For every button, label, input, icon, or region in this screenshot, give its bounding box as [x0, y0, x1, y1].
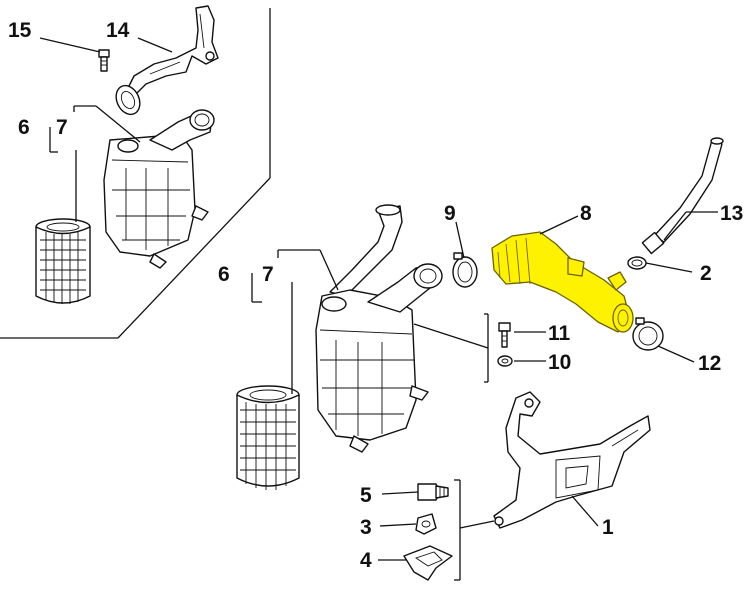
callout-7-main: 7: [262, 263, 274, 286]
callout-15: 15: [8, 19, 32, 42]
callout-1: 1: [602, 516, 614, 539]
air-box-small[interactable]: [103, 109, 215, 269]
mounting-bracket[interactable]: [493, 391, 651, 529]
callout-12: 12: [698, 352, 721, 375]
bolt-small[interactable]: [98, 49, 110, 72]
inset-frame: [0, 8, 271, 339]
callout-3: 3: [360, 516, 372, 539]
breather-hose[interactable]: [641, 137, 724, 255]
intake-duct-small[interactable]: [112, 5, 219, 118]
intake-duct-large[interactable]: [329, 204, 403, 297]
filter-element-large[interactable]: [236, 385, 300, 490]
callout-13: 13: [720, 202, 743, 225]
washer-10[interactable]: [497, 355, 513, 367]
hose-clamp-12[interactable]: [632, 317, 664, 351]
air-box-large[interactable]: [315, 263, 443, 453]
hose-clamp-9[interactable]: [452, 252, 478, 288]
callout-6-main: 6: [218, 263, 230, 286]
air-duct-highlighted[interactable]: [491, 231, 634, 333]
clip-4[interactable]: [403, 545, 453, 581]
bolt-11[interactable]: [498, 322, 511, 348]
leader-lines: [39, 37, 718, 581]
callout-11: 11: [548, 322, 571, 345]
callout-5: 5: [360, 484, 372, 507]
callout-9: 9: [444, 202, 456, 225]
callout-4: 4: [360, 549, 372, 572]
callout-8: 8: [580, 202, 592, 225]
bolt-5[interactable]: [417, 483, 449, 501]
callout-14: 14: [106, 19, 130, 42]
callout-labels: 15 14 6 7 6 7 9 8 13 2 11 10 12 5 3 4 1: [8, 19, 743, 572]
callout-6-inset: 6: [18, 116, 30, 139]
callout-2: 2: [700, 262, 712, 285]
callout-10: 10: [548, 351, 571, 374]
filter-element-small[interactable]: [35, 218, 91, 304]
nut-3[interactable]: [415, 513, 437, 535]
callout-7-inset: 7: [56, 116, 68, 139]
small-clamp[interactable]: [627, 256, 647, 270]
